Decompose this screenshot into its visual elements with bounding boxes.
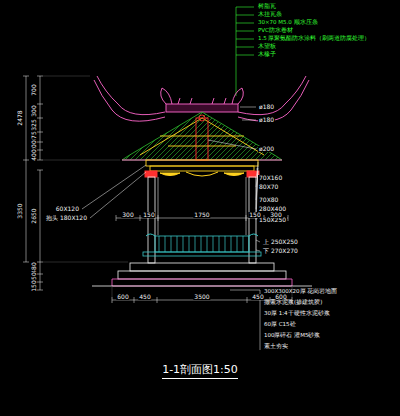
dimension-text: 300 <box>121 212 134 218</box>
dimension-text: 150 <box>248 212 261 218</box>
roof-tiles <box>122 112 282 160</box>
dimension-text: 600 <box>116 294 129 300</box>
dimension-text: 150 <box>31 279 37 292</box>
dimension-text: 2650 <box>31 207 37 224</box>
size-callout: ø180 <box>258 104 275 110</box>
ridge <box>161 88 244 112</box>
balustrade <box>143 234 261 256</box>
size-callout: ø200 <box>258 146 275 152</box>
dimension-text: 300 <box>269 212 282 218</box>
dimension-text: 400 <box>31 148 37 161</box>
dimension-line <box>23 76 292 303</box>
layer-note: 30厚 1:4干硬性水泥砂浆 <box>264 311 330 317</box>
platform <box>92 263 312 286</box>
dimension-text: 450 <box>251 294 264 300</box>
layer-note: 60厚 C15砼 <box>264 322 296 328</box>
layer-note: 素土夯实 <box>264 344 288 350</box>
size-callout: 70X80 <box>258 197 279 203</box>
callout-leader <box>236 7 254 96</box>
size-callout: 60X120 <box>55 206 80 212</box>
dimension-text: 150 <box>142 212 155 218</box>
dimension-text: 700 <box>31 83 37 96</box>
material-callout: 30×70 M5.0 顺水压条 <box>258 20 318 26</box>
drawing-title: 1-1剖面图1:50 <box>162 362 238 379</box>
material-callout: 木椽子 <box>258 52 276 58</box>
material-callout: 1.5 厚聚氨酯防水涂料（刷两道防腐处理） <box>258 36 371 42</box>
material-callout: 木挂瓦条 <box>258 12 282 18</box>
size-callout: ø180 <box>258 117 275 123</box>
material-callout: PVC防水卷材 <box>258 28 293 34</box>
size-callout: 上 250X250 <box>262 239 299 245</box>
layer-note: 300X300X20厚 花岗岩地面 <box>264 289 337 295</box>
dimension-text: 2478 <box>17 109 23 126</box>
roof-frame <box>146 115 258 171</box>
dimension-text: 1750 <box>193 212 210 218</box>
size-callout: 下 270X270 <box>262 248 299 254</box>
dimension-text: 300 <box>31 104 37 117</box>
size-callout: 70X160 <box>258 175 283 181</box>
size-callout: 80X70 <box>258 184 279 190</box>
bracket <box>145 171 259 177</box>
material-callout: 木望板 <box>258 44 276 50</box>
column <box>148 177 256 263</box>
layer-note: 撒素水泥浆(掺建筑胶) <box>264 300 322 306</box>
dimension-text: 450 <box>138 294 151 300</box>
dimension-text: 3350 <box>17 202 23 219</box>
layer-note: 100厚碎石 灌M5砂浆 <box>264 333 321 339</box>
dimension-text: 3500 <box>193 294 210 300</box>
leader-line <box>82 107 260 350</box>
size-callout: 抱头 180X120 <box>45 215 88 221</box>
material-callout: 树脂瓦 <box>258 4 276 10</box>
